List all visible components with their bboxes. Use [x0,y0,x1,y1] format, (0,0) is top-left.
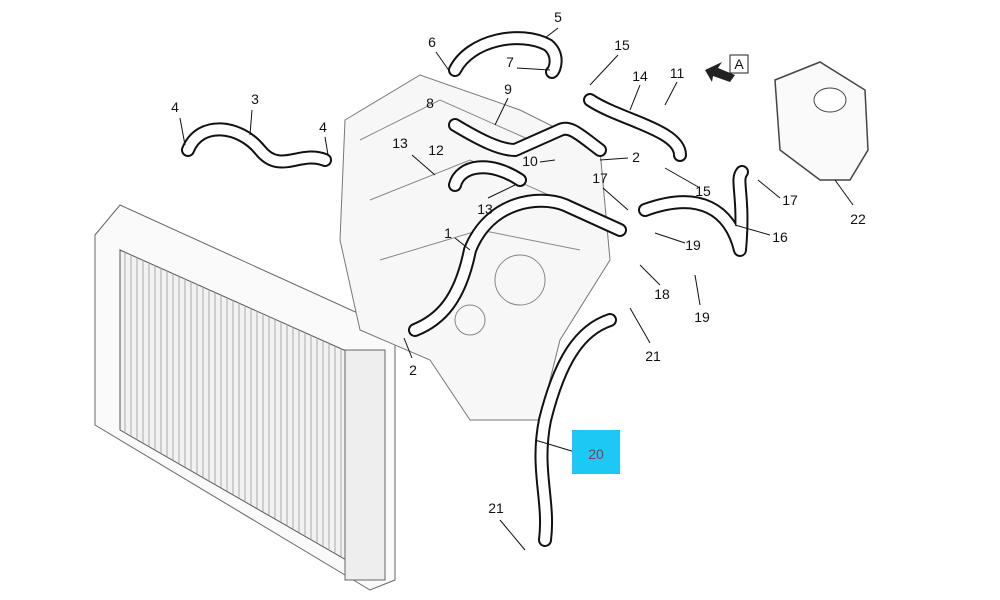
callout-17: 17 [592,170,608,186]
hoses [181,31,749,547]
callout-2: 2 [409,362,417,378]
callout-19: 19 [694,309,710,325]
callout-20-highlighted: 20 [588,446,604,462]
view-marker-label: A [734,56,744,72]
highlight-box [572,430,620,474]
radiator [94,204,396,591]
hose-inner [450,33,561,77]
hose-inner [450,120,605,155]
callout-18: 18 [654,286,670,302]
callout-14: 14 [632,68,648,84]
callout-16: 16 [772,229,788,245]
callout-10: 10 [522,153,538,169]
callout-3: 3 [251,91,259,107]
hose-inner [183,124,330,167]
callout-1: 1 [444,225,452,241]
callout-19: 19 [685,237,701,253]
expansion-tank [774,61,869,181]
hose-inner [585,95,685,160]
callout-6: 6 [428,34,436,50]
callout-22: 22 [850,211,866,227]
hose-inner [640,167,747,255]
callout-11: 11 [670,65,685,81]
callout-4: 4 [319,119,327,135]
callout-21: 21 [645,348,661,364]
leader-lines [179,27,854,551]
callout-13: 13 [392,135,408,151]
callout-17: 17 [782,192,798,208]
hose-inner [536,315,615,545]
callout-12: 12 [428,142,444,158]
hose-inner [450,162,525,190]
callout-21: 21 [488,500,504,516]
view-arrow-a: A [705,54,749,82]
callout-8: 8 [426,95,434,111]
callout-15: 15 [695,183,711,199]
callout-4: 4 [171,99,179,115]
callout-9: 9 [504,81,512,97]
callout-2: 2 [632,149,640,165]
callout-13: 13 [477,201,493,217]
callout-15: 15 [614,37,630,53]
callout-7: 7 [506,54,514,70]
callout-5: 5 [554,9,562,25]
